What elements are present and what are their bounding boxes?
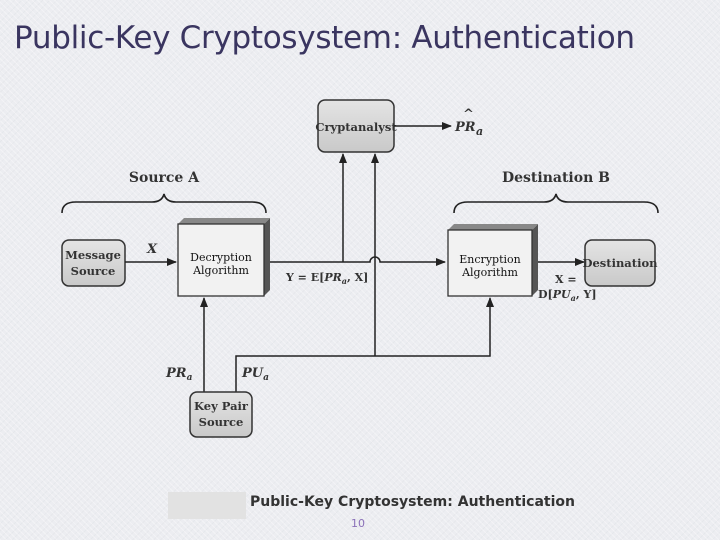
svg-text:X =: X = bbox=[555, 273, 577, 286]
arrow-y-to-encrypt bbox=[270, 256, 446, 266]
source-a-label: Source A bbox=[129, 170, 200, 186]
key-pair-source-box: Key Pair Source bbox=[189, 391, 253, 438]
svg-text:Y = E[PRa, X]: Y = E[PRa, X] bbox=[285, 271, 368, 286]
arrow-pu-to-encrypt bbox=[235, 297, 494, 392]
destination-label: Destination bbox=[583, 256, 659, 270]
message-source-line1: Message bbox=[65, 248, 121, 262]
encryption-line1: Encryption bbox=[459, 253, 520, 266]
slide-title: Public-Key Cryptosystem: Authentication bbox=[14, 20, 635, 56]
pr-label: PRa bbox=[165, 366, 193, 383]
message-source-line2: Source bbox=[71, 264, 116, 278]
encryption-line2: Algorithm bbox=[461, 266, 518, 279]
x-label: X bbox=[146, 242, 158, 257]
key-pair-line2: Source bbox=[199, 415, 244, 429]
destination-b-brace: Destination B bbox=[453, 170, 659, 214]
key-pair-line1: Key Pair bbox=[194, 399, 249, 413]
cryptanalyst-output: ^ PR a bbox=[454, 107, 483, 138]
decryption-line2: Algorithm bbox=[192, 264, 249, 277]
estimate-key: PR bbox=[454, 120, 476, 135]
encryption-algorithm-box: Encryption Algorithm bbox=[447, 224, 538, 297]
estimate-hat: ^ bbox=[463, 107, 474, 122]
page-number: 10 bbox=[351, 517, 365, 530]
message-source-box: Message Source bbox=[61, 239, 126, 287]
destination-b-label: Destination B bbox=[502, 170, 610, 186]
source-a-brace: Source A bbox=[61, 170, 267, 214]
svg-text:D[PUa, Y]: D[PUa, Y] bbox=[538, 288, 597, 303]
estimate-subscript: a bbox=[476, 125, 483, 138]
caption-swatch bbox=[168, 492, 246, 519]
decryption-line1: Decryption bbox=[190, 251, 252, 264]
y-expression: Y = E[PRa, X] bbox=[285, 271, 368, 286]
x-expression: X = D[PUa, Y] bbox=[538, 273, 597, 303]
cryptanalyst-label: Cryptanalyst bbox=[315, 120, 397, 134]
destination-box: Destination bbox=[583, 239, 659, 287]
svg-text:PUa: PUa bbox=[241, 366, 269, 383]
figure-caption: Public-Key Cryptosystem: Authentication bbox=[250, 494, 575, 510]
decryption-algorithm-box: Decryption Algorithm bbox=[177, 218, 270, 297]
cryptanalyst-box: Cryptanalyst bbox=[315, 99, 397, 153]
pu-label: PUa bbox=[241, 366, 269, 383]
svg-text:PRa: PRa bbox=[165, 366, 193, 383]
